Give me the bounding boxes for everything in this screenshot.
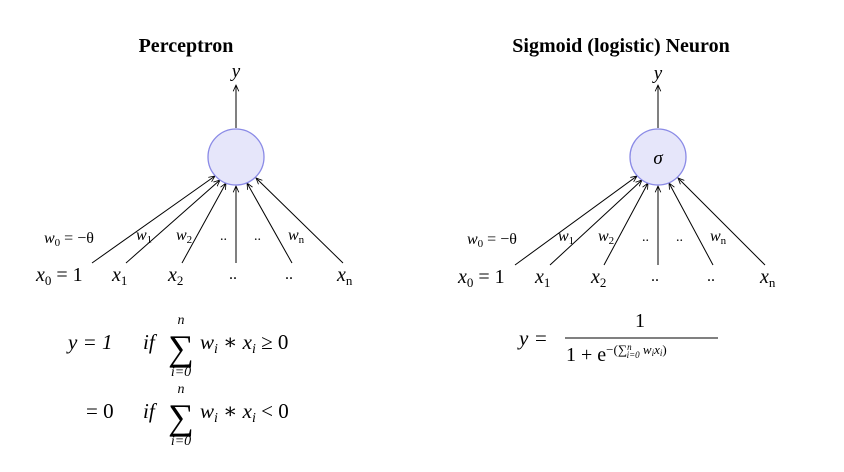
sigmoid-formula-numerator: 1 <box>635 310 645 332</box>
sigmoid-output-label: y <box>652 63 663 84</box>
sigmoid-edge-x1 <box>549 180 642 266</box>
perceptron-edge-x4 <box>247 183 293 264</box>
perceptron-edge-xn <box>256 178 344 264</box>
perceptron-input-dots-1: .. <box>229 266 237 283</box>
sigmoid-node <box>629 128 687 186</box>
perceptron-title: Perceptron <box>139 35 234 57</box>
perceptron-edge-x1 <box>125 180 220 264</box>
sigmoid-weight-dots-1: .. <box>642 230 649 245</box>
perceptron-weight-w2: w2 <box>176 227 192 246</box>
rule1-lhs: y = 1 <box>66 330 113 354</box>
rule1-sigma: ∑ <box>168 328 194 368</box>
perceptron-input-x0: x0 = 1 <box>35 264 83 288</box>
sigmoid-weight-w2: w2 <box>598 228 614 247</box>
perceptron-input-dots-2: .. <box>285 266 293 283</box>
perceptron-edge-x0 <box>91 176 215 264</box>
sigmoid-weight-dots-2: .. <box>676 230 683 245</box>
perceptron-edge-x2 <box>181 183 226 264</box>
sigmoid-title: Sigmoid (logistic) Neuron <box>512 35 729 57</box>
sigmoid-edge-x2 <box>603 183 648 266</box>
rule2-upper: n <box>178 382 185 397</box>
perceptron-input-x2: x2 <box>167 264 183 288</box>
perceptron-weight-w0: w0 = −θ <box>44 230 94 249</box>
sigmoid-panel: Sigmoid (logistic) Neuron y σ w0 = −θ w1… <box>457 35 776 366</box>
perceptron-weight-dots-2: .. <box>254 229 261 244</box>
perceptron-weight-dots-1: .. <box>220 229 227 244</box>
perceptron-input-xn: xn <box>336 264 353 288</box>
sigmoid-input-x0: x0 = 1 <box>457 266 505 290</box>
perceptron-rule-positive: y = 1 if n ∑ i=0 wi ∗ xi ≥ 0 <box>66 313 288 380</box>
perceptron-weight-w1: w1 <box>136 227 152 246</box>
rule2-lower: i=0 <box>171 434 191 449</box>
sigmoid-input-xn: xn <box>759 266 776 290</box>
rule2-lhs: = 0 <box>86 399 114 423</box>
sigmoid-node-label: σ <box>653 148 663 169</box>
rule1-lower: i=0 <box>171 365 191 380</box>
rule1-upper: n <box>178 313 185 328</box>
rule1-expr: wi ∗ xi ≥ 0 <box>200 330 288 357</box>
rule2-expr: wi ∗ xi < 0 <box>200 399 289 426</box>
perceptron-node <box>207 128 265 186</box>
perceptron-rule-negative: = 0 if n ∑ i=0 wi ∗ xi < 0 <box>86 382 289 449</box>
sigmoid-edge-xn <box>678 178 766 266</box>
sigmoid-edge-x4 <box>669 183 714 266</box>
sigmoid-weight-w1: w1 <box>558 228 574 247</box>
sigmoid-input-x1: x1 <box>534 266 550 290</box>
sigmoid-input-dots-2: .. <box>707 268 715 285</box>
sigmoid-weight-w0: w0 = −θ <box>467 231 517 250</box>
perceptron-weight-wn: wn <box>288 227 305 246</box>
sigmoid-formula-lhs: y = <box>517 326 548 350</box>
rule2-sigma: ∑ <box>168 397 194 437</box>
sigmoid-edge-x0 <box>514 176 637 266</box>
rule2-if: if <box>143 399 158 423</box>
perceptron-panel: Perceptron y w0 = −θ w1 w2 .. .. wn x0 =… <box>35 35 353 449</box>
sigmoid-weight-wn: wn <box>710 228 727 247</box>
perceptron-output-label: y <box>230 61 241 82</box>
sigmoid-input-x2: x2 <box>590 266 606 290</box>
rule1-if: if <box>143 330 158 354</box>
perceptron-input-x1: x1 <box>111 264 127 288</box>
sigmoid-input-dots-1: .. <box>651 268 659 285</box>
